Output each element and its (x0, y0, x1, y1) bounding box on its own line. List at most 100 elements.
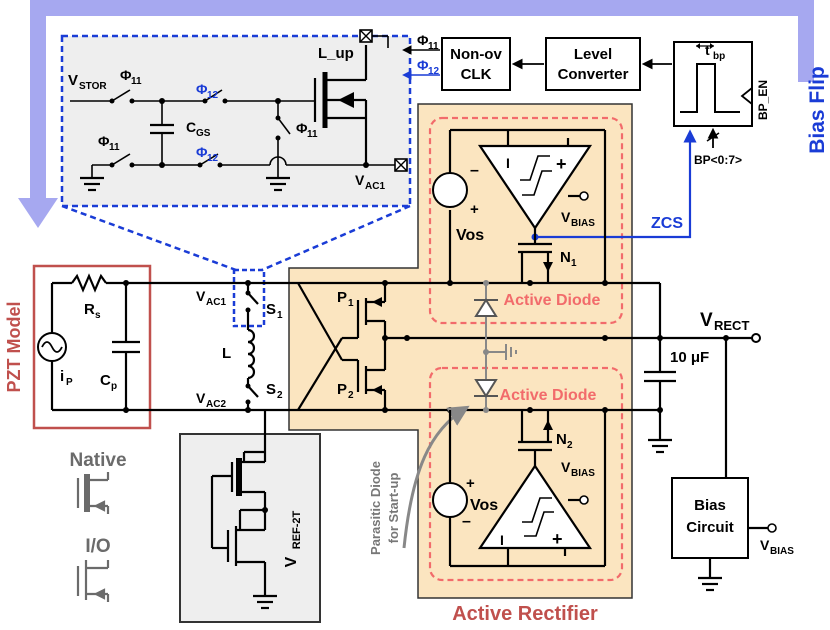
svg-text:Bias: Bias (694, 497, 726, 514)
svg-text:BIAS: BIAS (571, 468, 595, 479)
svg-text:RECT: RECT (714, 318, 749, 333)
active-diode-bottom-label: Active Diode (500, 387, 597, 404)
bias-pulse-generator (673, 41, 753, 127)
active-diode-top-label: Active Diode (504, 292, 601, 309)
svg-text:I: I (506, 155, 510, 171)
svg-text:–: – (462, 513, 471, 530)
svg-text:12: 12 (207, 153, 219, 164)
svg-text:+: + (556, 154, 567, 174)
switch-inset-box (60, 34, 412, 208)
vrect-label: V (700, 310, 713, 331)
svg-text:1: 1 (571, 258, 577, 269)
vref-label: V (283, 556, 300, 567)
svg-text:P: P (337, 289, 347, 306)
active-rectifier-title: Active Rectifier (452, 603, 598, 625)
svg-text:+: + (466, 475, 475, 492)
svg-text:+: + (470, 201, 479, 218)
non-overlap-clock-block (441, 37, 511, 91)
svg-text:BIAS: BIAS (770, 546, 794, 557)
svg-text:1: 1 (348, 298, 354, 309)
svg-text:GS: GS (196, 128, 211, 139)
svg-text:p: p (111, 381, 117, 392)
pzt-model-title: PZT Model (4, 302, 24, 393)
svg-text:V: V (561, 459, 571, 475)
svg-text:for Start-up: for Start-up (386, 473, 401, 544)
svg-text:12: 12 (428, 66, 440, 77)
svg-text:12: 12 (207, 90, 219, 101)
svg-text:2: 2 (277, 390, 283, 401)
svg-text:Φ: Φ (120, 67, 132, 83)
svg-text:V: V (196, 390, 206, 406)
svg-text:AC1: AC1 (365, 181, 385, 192)
svg-text:V: V (196, 288, 206, 304)
svg-text:L: L (222, 345, 231, 362)
svg-text:STOR: STOR (79, 81, 107, 92)
svg-text:Φ: Φ (196, 144, 208, 160)
svg-text:L_up: L_up (318, 45, 354, 62)
svg-text:BIAS: BIAS (571, 218, 595, 229)
svg-text:Non-ov: Non-ov (450, 46, 502, 63)
inset-circuit (70, 29, 408, 192)
svg-text:P: P (66, 377, 73, 388)
parasitic-diodes (474, 280, 517, 413)
native-legend-label: Native (69, 450, 126, 471)
svg-text:–: – (470, 162, 479, 179)
zcs-label: ZCS (651, 215, 683, 232)
phi11-output-label: Φ (417, 32, 429, 48)
svg-text:I: I (500, 532, 504, 548)
inset-labels: V STOR Φ 11 Φ 12 C GS Φ 11 Φ 12 Φ 11 L_u… (68, 45, 385, 192)
svg-text:11: 11 (428, 41, 439, 52)
svg-text:1: 1 (277, 310, 283, 321)
svg-text:11: 11 (307, 129, 318, 140)
svg-text:N: N (556, 431, 567, 448)
svg-text:Vos: Vos (456, 227, 484, 244)
svg-text:Vos: Vos (470, 497, 498, 514)
vref-inset-box (179, 433, 321, 623)
svg-text:+: + (552, 529, 563, 549)
svg-text:V: V (355, 172, 365, 188)
svg-text:V: V (561, 209, 571, 225)
io-legend-label: I/O (85, 536, 110, 557)
parasitic-diode-note: Parasitic Diode (368, 461, 383, 555)
active-diode-bottom-circuit (432, 410, 607, 568)
active-diode-top-box (428, 116, 624, 325)
svg-text:S: S (266, 301, 276, 318)
zcs-signal (535, 129, 697, 239)
svg-text:V: V (760, 537, 770, 553)
svg-text:S: S (266, 381, 276, 398)
svg-text:11: 11 (131, 76, 142, 87)
svg-text:N: N (560, 249, 571, 266)
switch-inductor-network (245, 280, 259, 413)
svg-text:AC2: AC2 (206, 399, 226, 410)
level-converter-block (545, 37, 641, 91)
svg-text:t: t (705, 42, 710, 58)
bp-bits-label: BP<0:7> (694, 153, 742, 167)
svg-text:Φ: Φ (98, 133, 110, 149)
native-transistor-icon (76, 472, 110, 514)
svg-text:C: C (186, 119, 196, 135)
svg-text:C: C (100, 372, 111, 389)
svg-text:Φ: Φ (296, 120, 308, 136)
svg-text:V: V (68, 72, 78, 89)
svg-text:i: i (60, 368, 64, 385)
io-transistor-icon (76, 560, 110, 602)
vref-2t-circuit (210, 410, 277, 610)
svg-text:Converter: Converter (558, 66, 629, 83)
svg-text:P: P (337, 381, 347, 398)
output-capacitor (644, 283, 676, 454)
bias-flip-label: Bias Flip (806, 66, 829, 154)
svg-text:Level: Level (574, 46, 612, 63)
phi12-output-label: Φ (417, 57, 429, 73)
svg-text:2: 2 (567, 440, 573, 451)
svg-text:Circuit: Circuit (686, 519, 734, 536)
svg-text:Φ: Φ (196, 81, 208, 97)
cross-coupled-pmos (290, 280, 761, 413)
svg-text:s: s (95, 310, 101, 321)
bias-circuit (671, 338, 777, 592)
active-diode-top-circuit (432, 128, 607, 283)
bias-flip-arrow (18, 0, 814, 228)
svg-text:bp: bp (713, 51, 725, 62)
svg-text:AC1: AC1 (206, 297, 226, 308)
svg-text:11: 11 (109, 142, 120, 153)
